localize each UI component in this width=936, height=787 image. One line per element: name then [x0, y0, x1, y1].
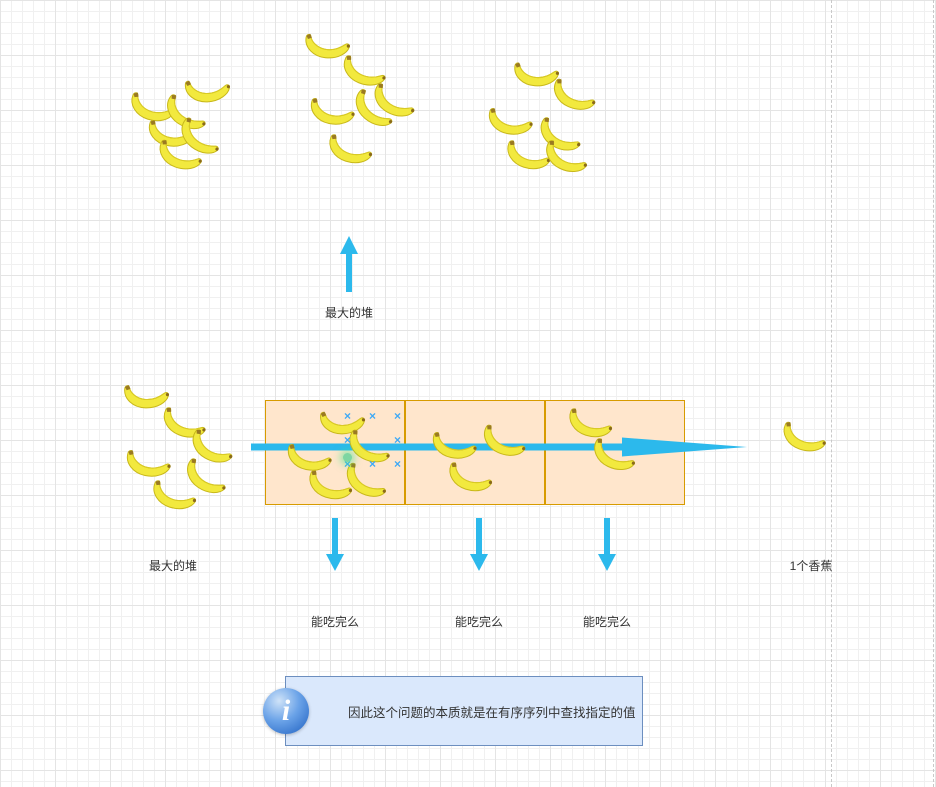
note-text: 因此这个问题的本质就是在有序序列中查找指定的值 [348, 705, 636, 720]
selection-handle[interactable]: × [394, 433, 402, 447]
label-left-pile[interactable]: 最大的堆 [148, 559, 197, 573]
down-arrow-2[interactable] [470, 518, 488, 571]
banana[interactable] [324, 130, 375, 167]
banana[interactable] [430, 428, 478, 460]
selection-handle[interactable]: × [344, 457, 352, 471]
banana[interactable] [148, 476, 199, 513]
selection-handle[interactable]: × [369, 457, 377, 471]
banana[interactable] [444, 458, 495, 495]
down-arrow-3[interactable] [598, 518, 616, 571]
label-eat-2[interactable]: 能吃完么 [454, 615, 503, 629]
info-icon: i [263, 688, 309, 734]
label-eat-1[interactable]: 能吃完么 [310, 615, 359, 629]
selection-handle[interactable]: × [394, 457, 402, 471]
down-arrow-1[interactable] [326, 518, 344, 571]
selection-handle[interactable]: × [344, 433, 352, 447]
banana[interactable] [778, 417, 830, 455]
banana[interactable] [154, 135, 206, 173]
selection-anchor[interactable] [343, 453, 352, 462]
banana[interactable] [564, 404, 615, 441]
selection-handle[interactable]: × [369, 409, 377, 423]
note-box[interactable]: i 因此这个问题的本质就是在有序序列中查找指定的值 [263, 676, 643, 746]
selection-handle[interactable]: × [394, 409, 402, 423]
page-break-line [933, 0, 934, 787]
info-icon-glyph: i [281, 694, 291, 727]
banana[interactable] [124, 446, 172, 478]
label-one-banana[interactable]: 1个香蕉 [789, 559, 833, 573]
page-break-line [831, 0, 832, 787]
selection-handle[interactable]: × [344, 409, 352, 423]
label-top-pile[interactable]: 最大的堆 [324, 306, 373, 320]
banana[interactable] [486, 104, 534, 136]
banana[interactable] [547, 73, 601, 114]
up-arrow[interactable] [340, 236, 358, 292]
label-eat-3[interactable]: 能吃完么 [582, 615, 631, 629]
